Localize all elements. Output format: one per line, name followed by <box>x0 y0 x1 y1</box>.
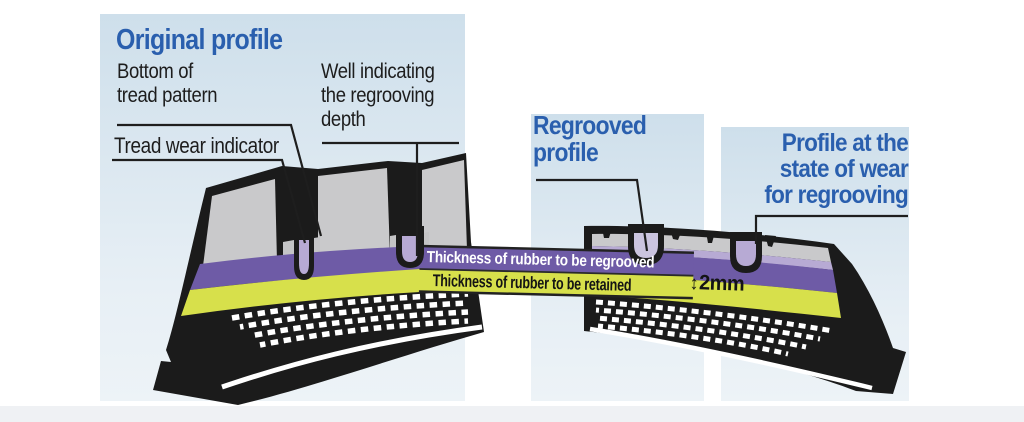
surface-sipe-notch <box>602 228 612 238</box>
tread-block <box>203 179 277 266</box>
tread-wear-indicator-ledge <box>314 237 320 255</box>
well-interior <box>299 240 309 274</box>
page-bottom-strip <box>0 406 1024 422</box>
tire-left-half <box>153 153 484 405</box>
banner-label-rubber-to-be-retained: Thickness of rubber to be retained <box>432 270 632 295</box>
thickness-banners <box>418 244 694 300</box>
label-tread-wear-indicator: Tread wear indicator <box>114 133 279 158</box>
tread-block <box>318 168 390 262</box>
vertical-double-arrow-icon: ↕ <box>689 272 699 295</box>
title-original-profile: Original profile <box>116 24 283 56</box>
measurement-2mm: ↕2mm <box>689 271 744 297</box>
leader-regrooved-profile <box>536 178 649 252</box>
leader-lines <box>112 123 908 256</box>
title-profile-at-state-of-wear: Profile at the state of wear for regroov… <box>764 129 908 209</box>
leader-tread-wear-indicator <box>112 158 307 244</box>
inner-liner-stripe <box>221 324 483 390</box>
surface-sipe-notch <box>670 229 682 240</box>
banner-regrooved-band <box>419 247 694 276</box>
belt-cord-dashes <box>595 299 834 357</box>
measurement-value: 2mm <box>698 271 745 296</box>
tread-block <box>422 160 467 254</box>
inner-liner-stripe <box>589 326 873 391</box>
leader-bottom-of-tread <box>117 123 323 237</box>
label-bottom-of-tread-pattern: Bottom of tread pattern <box>117 60 218 107</box>
retained-rubber-band <box>181 269 420 316</box>
banner-retained-band <box>418 268 694 298</box>
belt-cord-dashes <box>231 291 469 348</box>
label-well-indicating-depth: Well indicating the regrooving depth <box>321 60 435 131</box>
surface-sipe-notch <box>706 232 715 243</box>
well-interior <box>736 241 756 266</box>
leader-wear-profile <box>754 214 908 244</box>
well-interior <box>402 236 418 262</box>
title-regrooved-profile: Regrooved profile <box>533 110 647 167</box>
surface-sipe-notch <box>765 235 776 247</box>
tread-wear-indicator-ledge <box>424 232 429 248</box>
